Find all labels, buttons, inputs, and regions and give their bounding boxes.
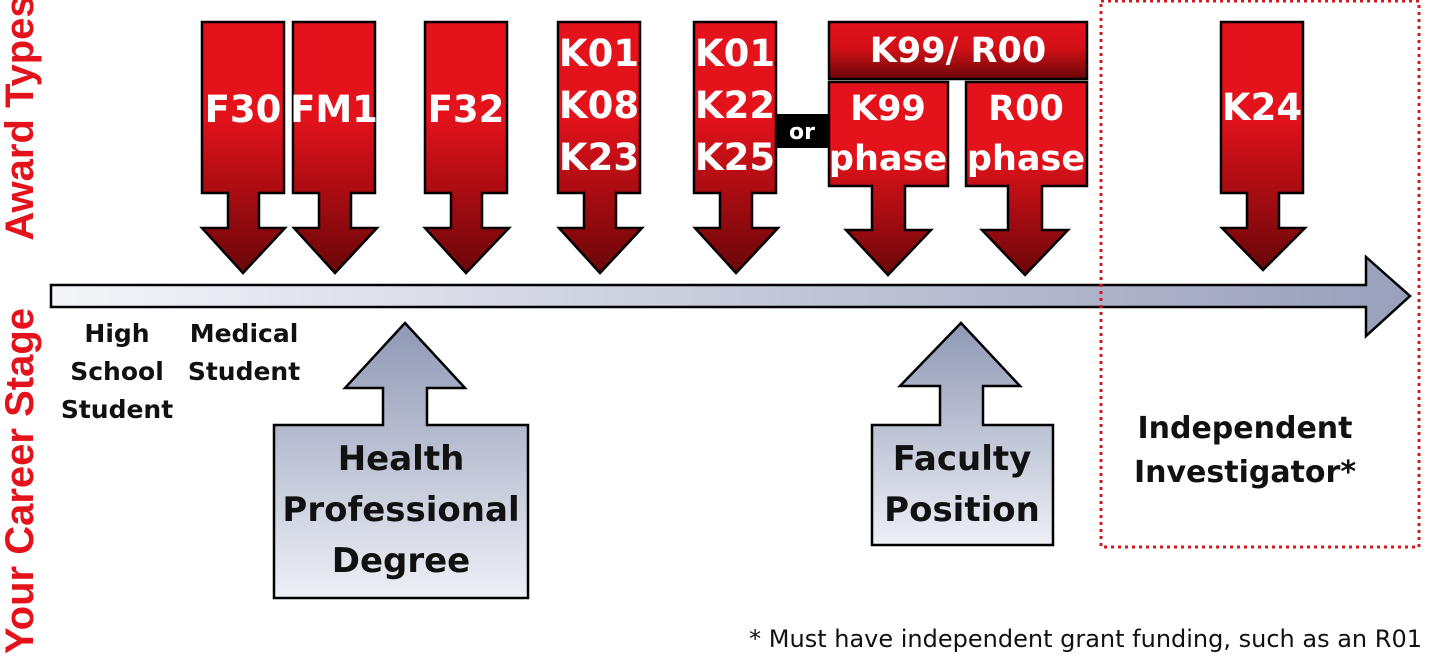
award-arrow-k01-k08-k23 (556, 20, 645, 275)
award-types-label: Award Types (0, 0, 42, 241)
award-label-r00: R00 (988, 89, 1064, 129)
faculty-position-line-1: Faculty (893, 439, 1032, 479)
award-label-k01-a: K01 (559, 32, 639, 75)
medical-student-line-1: Medical (190, 319, 299, 348)
career-stage-arrows (272, 321, 1055, 600)
award-label-k01-b: K01 (695, 32, 775, 75)
k99-r00-header-box (827, 20, 1089, 81)
health-professional-line-1: Health (338, 439, 465, 479)
award-arrow-f32 (422, 20, 512, 275)
award-label-k24: K24 (1222, 86, 1302, 129)
k99-r00-header-label: K99/ R00 (870, 31, 1046, 71)
footnote: * Must have independent grant funding, s… (749, 625, 1422, 653)
or-badge (776, 114, 829, 148)
award-label-k99: K99 (850, 89, 926, 129)
award-arrow-k99-phase (827, 80, 950, 277)
award-arrow-k01-k22-k25 (692, 20, 781, 275)
award-label-k08: K08 (559, 84, 639, 127)
health-professional-line-3: Degree (332, 541, 471, 581)
independent-investigator-line-2: Investigator* (1134, 455, 1356, 490)
award-label-k25: K25 (695, 136, 775, 179)
award-labels: F30 FM1 F32 K01 K08 K23 K01 K22 K25 K99 … (205, 32, 1302, 179)
high-school-line-3: Student (61, 395, 173, 424)
award-arrows (199, 20, 1309, 277)
award-arrow-fm1 (291, 20, 380, 275)
award-label-f32: F32 (428, 88, 505, 131)
timeline-arrow (49, 254, 1412, 339)
award-arrow-k24 (1219, 20, 1309, 272)
award-label-k23: K23 (559, 136, 639, 179)
independent-investigator-line-1: Independent (1137, 411, 1352, 446)
award-label-k22: K22 (695, 84, 775, 127)
faculty-position-line-2: Position (884, 490, 1040, 530)
health-professional-degree-arrow (272, 321, 530, 600)
award-label-k99-phase: phase (829, 139, 947, 179)
award-arrow-f30 (199, 20, 288, 275)
faculty-position-arrow (870, 321, 1055, 547)
or-label: or (789, 120, 815, 145)
high-school-line-1: High (84, 319, 149, 348)
high-school-line-2: School (70, 357, 164, 386)
independent-investigator-box (1099, 0, 1421, 549)
award-arrow-r00-phase (964, 80, 1089, 277)
award-label-f30: F30 (205, 88, 282, 131)
health-professional-line-2: Professional (282, 490, 519, 530)
career-stage-label: Your Career Stage (0, 308, 42, 654)
award-label-fm1: FM1 (290, 88, 378, 131)
award-label-r00-phase: phase (967, 139, 1085, 179)
career-stage-labels: High School Student Medical Student Heal… (61, 319, 1357, 581)
side-labels: Award Types Your Career Stage (0, 0, 42, 654)
medical-student-line-2: Student (188, 357, 300, 386)
